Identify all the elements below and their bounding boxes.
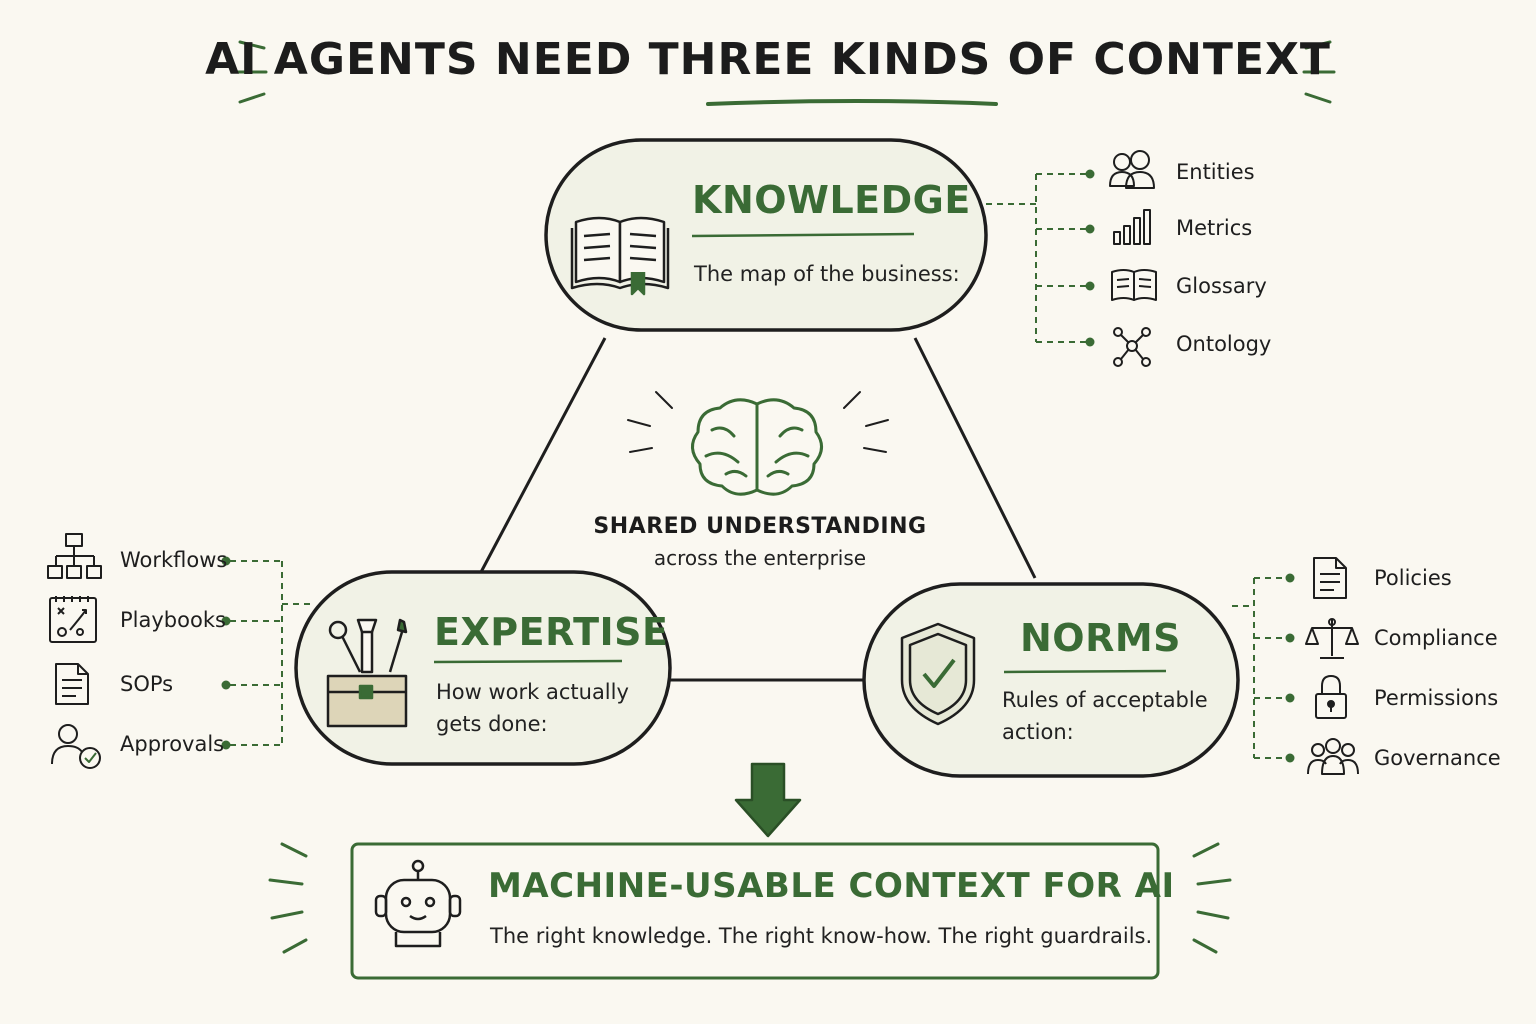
- norms-item-connectors: [1232, 577, 1286, 759]
- triangle-connectors: [478, 337, 1037, 682]
- knowledge-title-underline: [691, 232, 915, 238]
- expertise-description-line1: How work actually: [436, 680, 629, 704]
- network-icon: [1113, 327, 1151, 367]
- title-prefix: AI AGENTS NEED: [205, 34, 649, 85]
- scales-icon: [1305, 618, 1359, 659]
- norms-item-permissions: Permissions: [1374, 686, 1499, 710]
- norms-item-policies: Policies: [1374, 566, 1452, 590]
- norms-title: NORMS: [1020, 616, 1182, 660]
- knowledge-item-ontology: Ontology: [1176, 332, 1272, 356]
- user-check-icon: [51, 724, 101, 769]
- bar-chart-icon: [1113, 209, 1151, 245]
- document-icon: [1313, 557, 1347, 599]
- norms-item-dots: [1285, 573, 1295, 763]
- expertise-title: EXPERTISE: [434, 610, 669, 654]
- expertise-title-underline: [433, 659, 623, 664]
- expertise-item-playbooks: Playbooks: [120, 608, 226, 632]
- shield-check-icon: [900, 622, 976, 726]
- norms-item-compliance: Compliance: [1374, 626, 1498, 650]
- knowledge-item-entities: Entities: [1176, 160, 1255, 184]
- page-title: AI AGENTS NEED THREE KINDS OF CONTEXT: [0, 34, 1536, 85]
- norms-description-line1: Rules of acceptable: [1002, 688, 1208, 712]
- expertise-item-sops: SOPs: [120, 672, 174, 696]
- expertise-item-connectors: [230, 560, 310, 746]
- title-highlight: THREE KINDS: [648, 34, 992, 85]
- title-accent-left: [234, 40, 268, 104]
- output-accent-right: [1192, 842, 1232, 954]
- playbook-icon: [49, 596, 97, 643]
- knowledge-description: The map of the business:: [694, 262, 960, 286]
- expertise-item-approvals: Approvals: [120, 732, 225, 756]
- lock-icon: [1315, 675, 1347, 719]
- title-underline: [706, 99, 998, 106]
- flowchart-icon: [47, 533, 102, 579]
- brain-rays: [627, 391, 889, 453]
- norms-title-underline: [1003, 669, 1167, 674]
- output-title: MACHINE-USABLE CONTEXT FOR AI: [488, 866, 1175, 906]
- output-subtitle: The right knowledge. The right know-how.…: [490, 924, 1153, 948]
- title-accent-right: [1302, 40, 1336, 104]
- brain-icon: [691, 398, 823, 496]
- knowledge-item-connectors: [986, 173, 1086, 343]
- expertise-item-workflows: Workflows: [120, 548, 228, 572]
- knowledge-title: KNOWLEDGE: [692, 178, 971, 222]
- norms-item-governance: Governance: [1374, 746, 1501, 770]
- group-icon: [1307, 738, 1359, 775]
- norms-description-line2: action:: [1002, 720, 1074, 744]
- center-subtitle: across the enterprise: [653, 546, 867, 570]
- down-arrow-icon: [734, 762, 802, 838]
- people-icon: [1109, 150, 1155, 189]
- toolbox-icon: [326, 618, 408, 728]
- knowledge-item-glossary: Glossary: [1176, 274, 1267, 298]
- open-book-icon: [570, 216, 670, 296]
- output-accent-left: [268, 842, 308, 954]
- knowledge-item-dots: [1085, 169, 1095, 347]
- book-icon: [1111, 269, 1157, 301]
- center-title: SHARED UNDERSTANDING: [593, 514, 927, 539]
- title-suffix: OF CONTEXT: [991, 34, 1331, 85]
- document-icon: [55, 663, 89, 705]
- robot-icon: [374, 859, 462, 948]
- expertise-description-line2: gets done:: [436, 712, 548, 736]
- knowledge-item-metrics: Metrics: [1176, 216, 1253, 240]
- output-box: [350, 842, 1160, 980]
- expertise-item-dots: [221, 556, 231, 750]
